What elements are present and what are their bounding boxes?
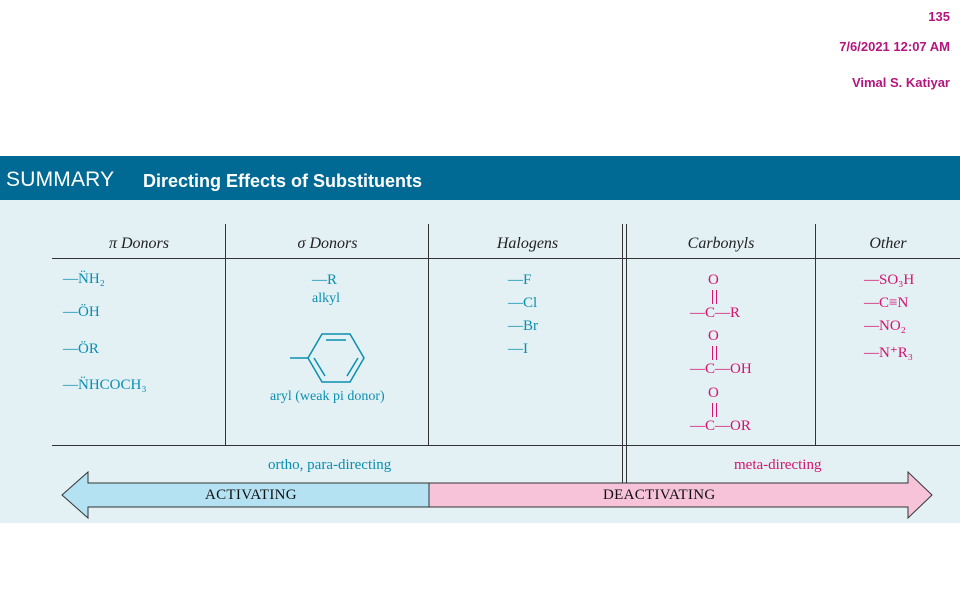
carbonyl-oxygen: O xyxy=(708,272,719,288)
double-bond xyxy=(716,346,717,360)
header-other: Other xyxy=(869,235,907,252)
activating-label: ACTIVATING xyxy=(205,487,297,503)
carbonyl-ester-formula: —C—OR xyxy=(690,418,751,434)
page-number: 135 xyxy=(928,9,950,24)
column-divider-double xyxy=(622,224,623,486)
other-nr3: —N⁺R₃ xyxy=(864,345,913,361)
header-halogens: Halogens xyxy=(496,235,559,252)
carbonyl-oxygen: O xyxy=(708,328,719,344)
header-carbonyls: Carbonyls xyxy=(687,235,755,252)
bottom-rule xyxy=(52,445,960,446)
header-sigma-donors: σ Donors xyxy=(297,235,358,252)
deactivating-label: DEACTIVATING xyxy=(603,487,716,503)
carbonyl-ketone-formula: —C—R xyxy=(690,305,741,321)
summary-banner: SUMMARY Directing Effects of Substituent… xyxy=(0,156,960,200)
carbonyl-oxygen: O xyxy=(708,385,719,401)
aryl-label: aryl (weak pi donor) xyxy=(270,389,385,404)
summary-panel: π Donors σ Donors Halogens Carbonyls Oth… xyxy=(0,200,960,523)
halogen-f: —F xyxy=(508,272,532,288)
double-bond xyxy=(716,290,717,304)
halogen-br: —Br xyxy=(508,318,538,334)
column-divider-double xyxy=(626,224,627,486)
halogen-cl: —Cl xyxy=(508,295,538,311)
activating-deactivating-arrow xyxy=(61,470,933,520)
header-rule xyxy=(52,258,960,259)
alkyl-label: alkyl xyxy=(312,291,340,306)
author: Vimal S. Katiyar xyxy=(851,75,950,90)
column-divider xyxy=(225,224,226,446)
banner-label: SUMMARY xyxy=(6,168,115,191)
benzene-ring-icon xyxy=(290,333,365,383)
pi-donor-nhcoch3: —N̈HCOCH₃ xyxy=(63,377,147,393)
double-bond xyxy=(716,403,717,417)
meta-directing-label: meta-directing xyxy=(734,457,822,473)
halogen-i: —I xyxy=(508,341,528,357)
other-no2: —NO₂ xyxy=(864,318,906,334)
ortho-para-directing-label: ortho, para-directing xyxy=(268,457,392,473)
column-divider xyxy=(428,224,429,446)
pi-donor-oh: —ÖH xyxy=(63,304,100,320)
timestamp: 7/6/2021 12:07 AM xyxy=(839,39,950,54)
other-cn: —C≡N xyxy=(864,295,909,311)
sigma-donor-alkyl: —R xyxy=(312,272,338,288)
column-divider xyxy=(815,224,816,446)
pi-donor-nh2: —N̈H₂ xyxy=(63,271,105,287)
carbonyl-acid-formula: —C—OH xyxy=(690,361,752,377)
banner-title: Directing Effects of Substituents xyxy=(143,171,423,191)
other-so3h: —SO₃H xyxy=(864,272,915,288)
double-bond xyxy=(712,290,713,304)
double-bond xyxy=(712,346,713,360)
double-bond xyxy=(712,403,713,417)
header-pi-donors: π Donors xyxy=(108,235,170,252)
pi-donor-or: —ÖR xyxy=(63,341,99,357)
